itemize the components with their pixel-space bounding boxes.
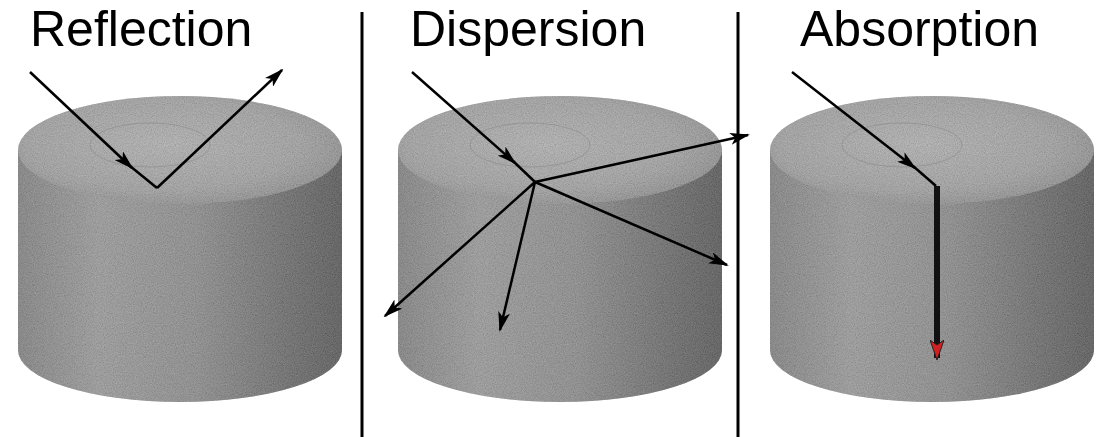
panel-heading: Reflection [30, 2, 252, 57]
ray-arrows [30, 70, 282, 188]
panel-divider [737, 12, 740, 437]
panel-heading: Absorption [800, 2, 1039, 57]
panel-heading: Dispersion [410, 2, 646, 57]
ray-arrows [385, 72, 748, 330]
rock-core [398, 96, 722, 402]
panel-divider [361, 12, 364, 437]
rock-core [770, 96, 1094, 402]
rock-core [18, 96, 342, 402]
ray-arrows [792, 72, 937, 358]
